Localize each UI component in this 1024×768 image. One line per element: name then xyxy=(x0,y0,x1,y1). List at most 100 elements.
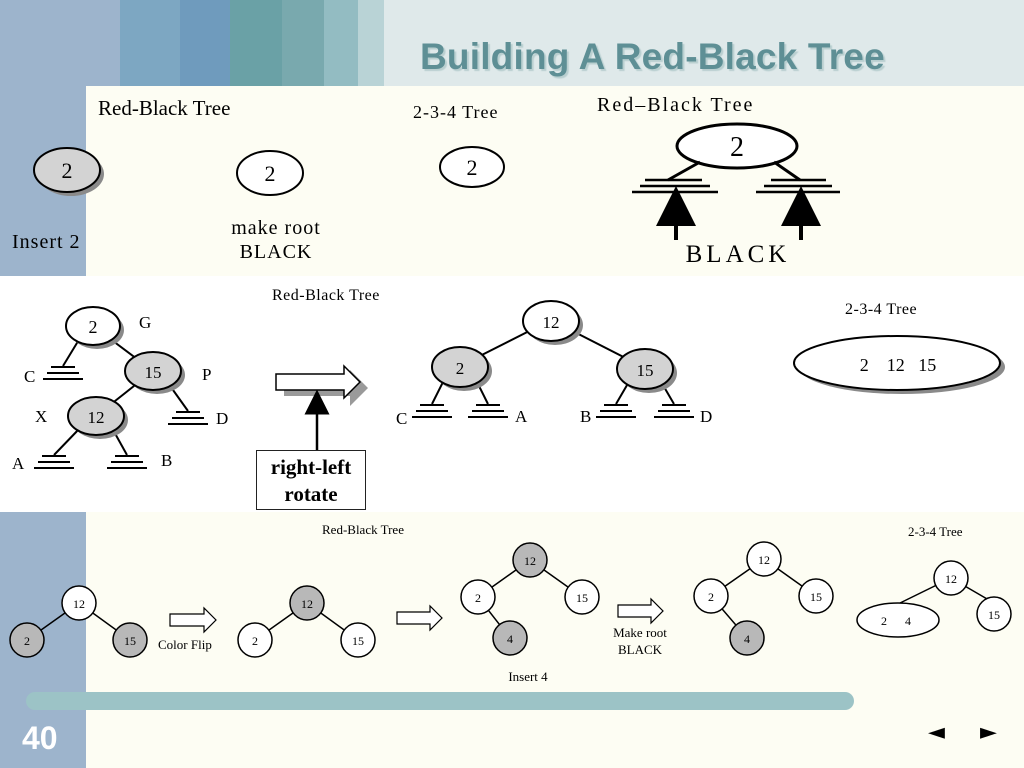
panel-section3 xyxy=(86,512,1024,768)
s2-center-label-D: D xyxy=(700,407,712,426)
s3-t4-node-12-value: 12 xyxy=(758,553,770,567)
s3-234-node-2-4-values: 2 4 xyxy=(881,614,911,628)
s2-234-node xyxy=(793,335,1001,391)
s2-center-label-B: B xyxy=(580,407,591,426)
s3-arrow-3 xyxy=(617,597,664,625)
s3-234-node-2-4 xyxy=(856,602,940,638)
s3-insert-4: Insert 4 xyxy=(508,669,548,684)
rotate-label-2: rotate xyxy=(284,482,338,506)
s3-t2-node-2-value: 2 xyxy=(252,634,258,648)
section2: Red-Black Tree 2-3-4 Tree 2 15 12 G P xyxy=(12,287,1005,473)
s3-t2-node-12 xyxy=(289,585,325,621)
s2-center-label-C: C xyxy=(396,409,407,428)
s3-234-label: 2-3-4 Tree xyxy=(908,524,963,539)
s3-234-node-12-value: 12 xyxy=(945,572,957,586)
slide-title: Building A Red-Black Tree xyxy=(420,36,885,77)
s2-center-node-15-value: 15 xyxy=(637,361,654,380)
rotate-box: right-left rotate xyxy=(256,450,366,510)
s3-t4-node-12 xyxy=(746,541,782,577)
s3-t2-node-15-value: 15 xyxy=(352,634,364,648)
s3-t2-node-2 xyxy=(237,622,273,658)
s2-node-15 xyxy=(124,351,182,391)
s1-234-node xyxy=(439,146,505,188)
s2-label-P: P xyxy=(202,365,211,384)
s2-label-D: D xyxy=(216,409,228,428)
s2-label-B: B xyxy=(161,451,172,470)
s1-234-label: 2-3-4 Tree xyxy=(413,102,499,122)
s2-center-node-2 xyxy=(431,346,489,388)
s3-t3-node-15-value: 15 xyxy=(576,591,588,605)
s2-node-15-value: 15 xyxy=(145,363,162,382)
s2-nil-A xyxy=(34,455,74,469)
s3-t1-node-15-value: 15 xyxy=(124,634,136,648)
s3-t4-node-4-value: 4 xyxy=(744,632,750,646)
s2-nil-C xyxy=(43,366,83,380)
s2-nil-B xyxy=(107,455,147,469)
s2-center-nil-D xyxy=(654,404,694,418)
s1-make-root-2: BLACK xyxy=(240,241,313,263)
s3-color-flip: Color Flip xyxy=(158,637,212,652)
s3-t1-node-12-value: 12 xyxy=(73,597,85,611)
s3-t4-node-2 xyxy=(693,578,729,614)
s1-red-node xyxy=(33,147,101,193)
s2-center-nil-B xyxy=(596,404,636,418)
s2-label-A: A xyxy=(12,454,25,473)
s3-t1-node-2 xyxy=(9,622,45,658)
s1-black-node xyxy=(236,150,304,196)
s3-t3-node-4-value: 4 xyxy=(507,632,513,646)
s2-center-node-15 xyxy=(616,348,674,390)
s1-black-node-value: 2 xyxy=(265,161,276,186)
s1-big-node-value: 2 xyxy=(730,132,744,163)
s1-insert-label: Insert 2 xyxy=(12,231,81,253)
s3-t1-node-12 xyxy=(61,585,97,621)
s3-t3-node-15 xyxy=(564,579,600,615)
s2-nil-D xyxy=(168,411,208,425)
s3-t3-node-2-value: 2 xyxy=(475,591,481,605)
panel-section2 xyxy=(0,276,1024,512)
s3-234-node-12 xyxy=(933,560,969,596)
section3: Red-Black Tree 2-3-4 Tree 12 2 15 Color … xyxy=(9,522,1012,684)
s2-label-X: X xyxy=(35,407,47,426)
s3-t4-node-15-value: 15 xyxy=(810,590,822,604)
rotate-label-1: right-left xyxy=(270,455,352,479)
s2-rotate-arrow xyxy=(275,364,362,400)
s2-node-12 xyxy=(67,396,125,436)
s3-234-node-15-value: 15 xyxy=(988,608,1000,622)
s1-big-node xyxy=(675,122,799,170)
s3-t3-node-4 xyxy=(492,620,528,656)
section1: Red-Black Tree 2-3-4 Tree Red–Black Tree… xyxy=(12,94,840,268)
s2-center-nil-C xyxy=(412,404,452,418)
s1-black-label: BLACK xyxy=(686,241,791,268)
s1-234-node-value: 2 xyxy=(467,155,478,180)
s3-t4-node-2-value: 2 xyxy=(708,590,714,604)
s3-t3-node-2 xyxy=(460,579,496,615)
s3-arrow-1 xyxy=(169,606,217,634)
s3-make-root-2: BLACK xyxy=(618,642,663,657)
s1-rbt-label: Red-Black Tree xyxy=(98,96,230,120)
s2-234-node-values: 2 12 15 xyxy=(860,355,937,375)
s1-red-node-value: 2 xyxy=(62,158,73,183)
s2-node-12-value: 12 xyxy=(88,408,105,427)
s2-label-C: C xyxy=(24,367,35,386)
header-decoration xyxy=(0,0,1024,86)
s3-rbt-label: Red-Black Tree xyxy=(322,522,404,537)
s2-label-G: G xyxy=(139,313,151,332)
decor-scrollbar xyxy=(26,692,854,710)
s3-t2-node-12-value: 12 xyxy=(301,597,313,611)
s2-center-label-A: A xyxy=(515,407,528,426)
prev-slide-button[interactable]: ◄ xyxy=(928,720,945,745)
s3-t1-node-15 xyxy=(112,622,148,658)
s3-t3-node-12-value: 12 xyxy=(524,554,536,568)
s3-t2-node-15 xyxy=(340,622,376,658)
s2-234-label: 2-3-4 Tree xyxy=(845,301,917,318)
s1-make-root-1: make root xyxy=(231,217,321,239)
s2-node-2 xyxy=(65,306,121,346)
s3-t3-node-12 xyxy=(512,542,548,578)
s3-t1-node-2-value: 2 xyxy=(24,634,30,648)
s3-t4-node-15 xyxy=(798,578,834,614)
s2-rbt-label: Red-Black Tree xyxy=(272,287,380,304)
s2-center-node-12-value: 12 xyxy=(543,313,560,332)
s3-arrow-2 xyxy=(396,604,443,632)
next-slide-button[interactable]: ► xyxy=(980,720,997,745)
